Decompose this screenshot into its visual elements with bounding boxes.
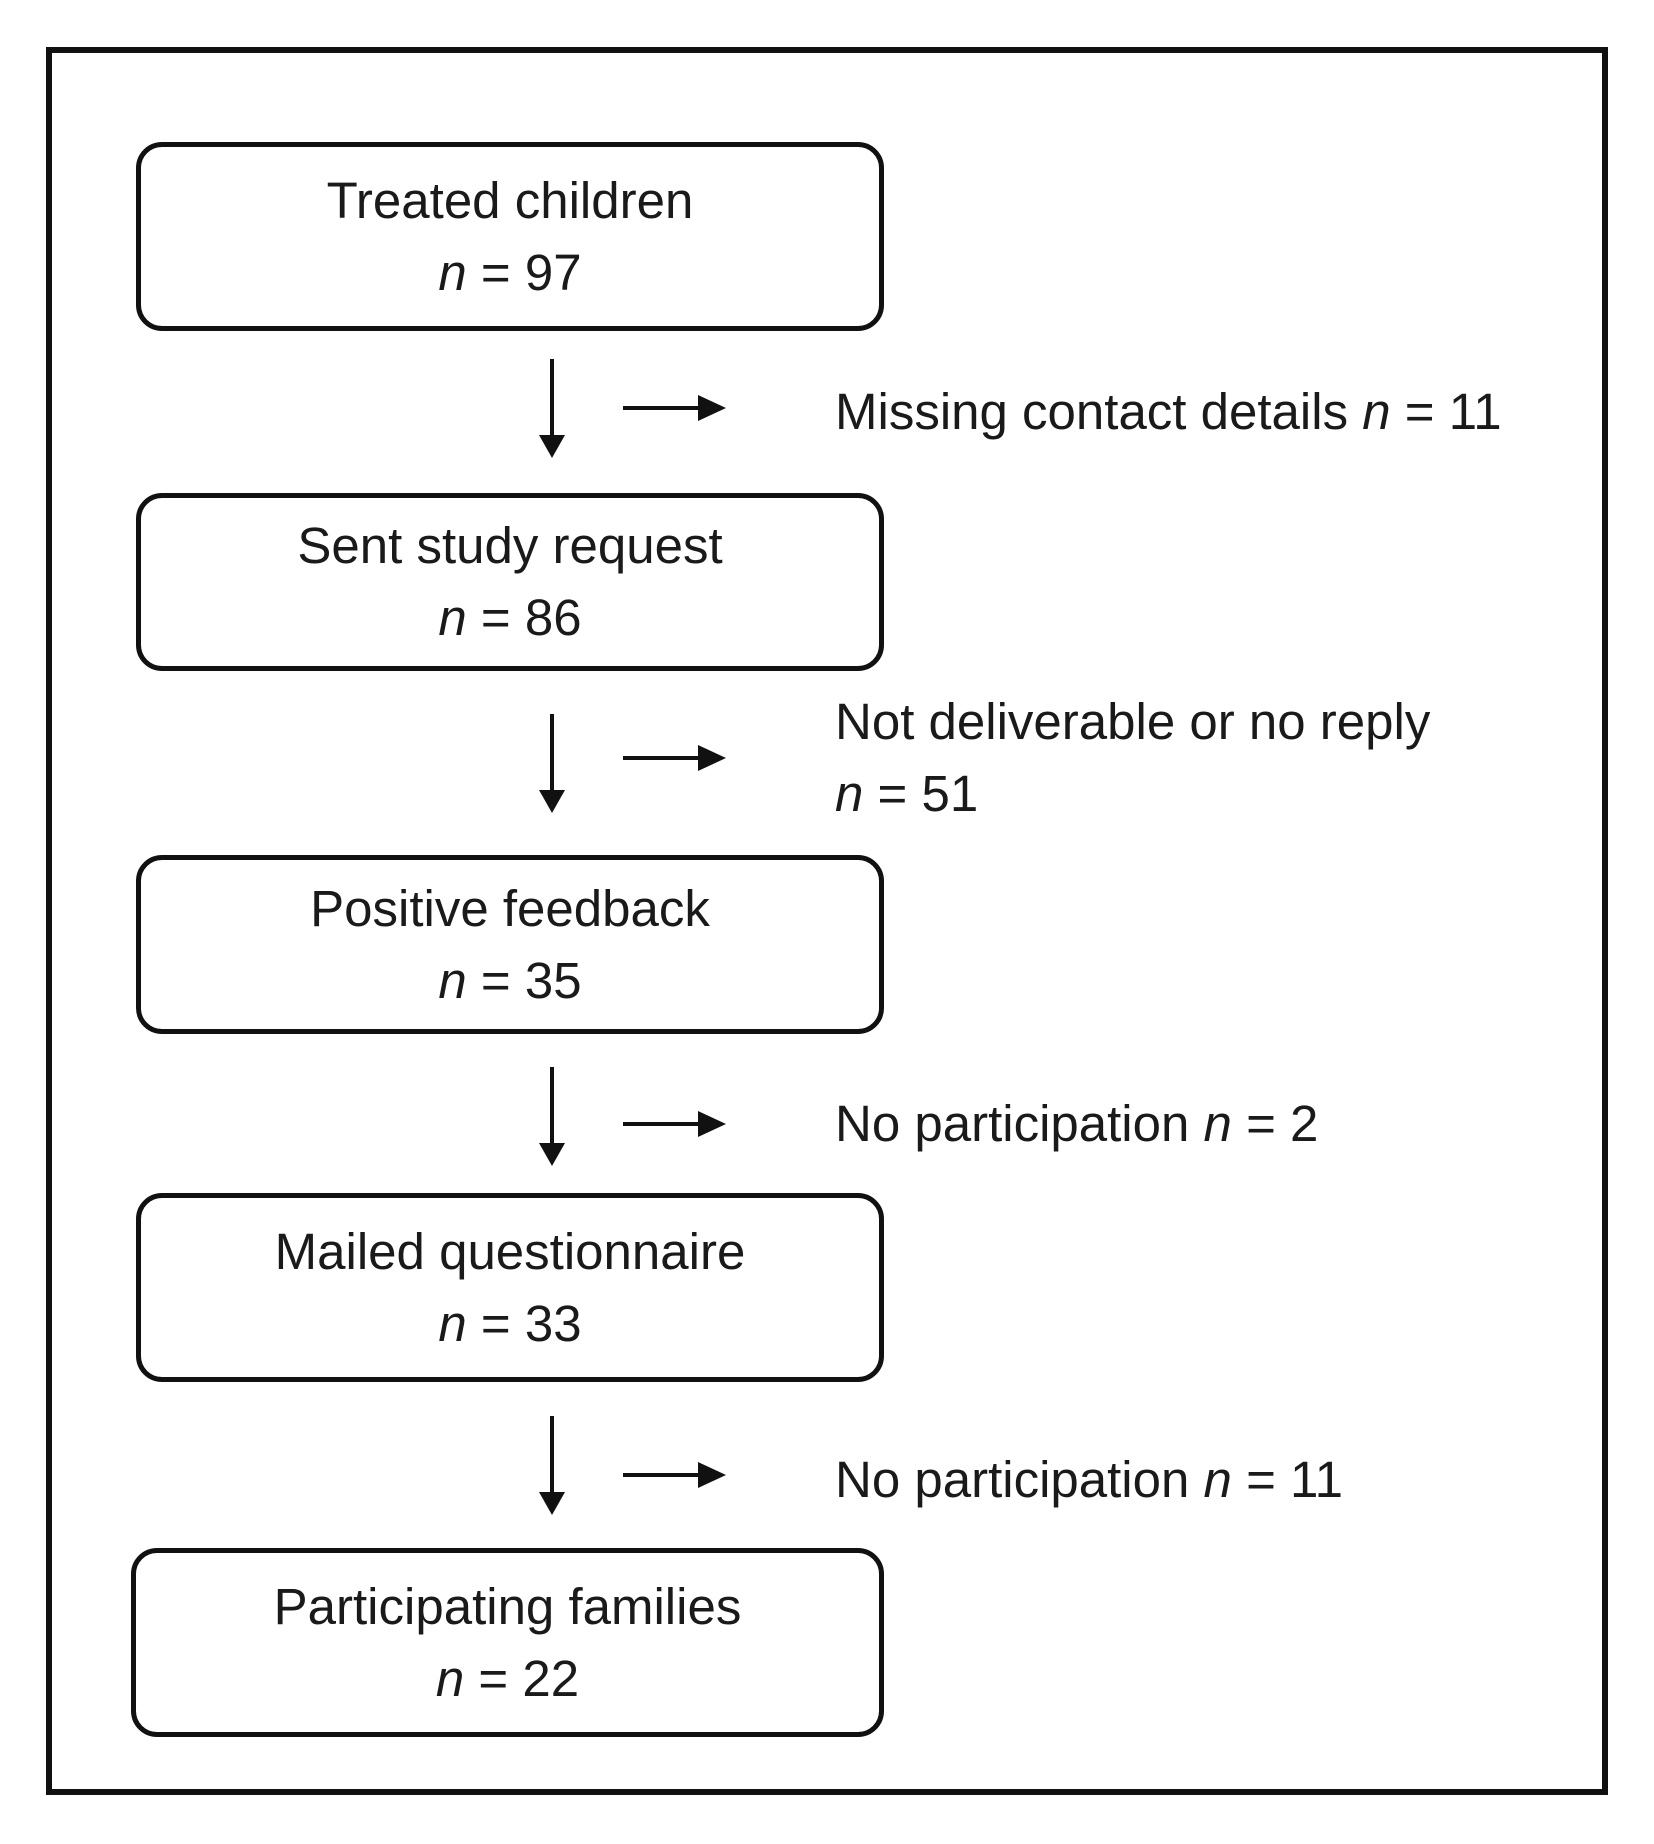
exclusion-text: No participation: [835, 1451, 1204, 1508]
stage-box-sent-study-request: Sent study request n = 86: [136, 493, 884, 671]
exclusion-line: Not deliverable or no reply: [835, 686, 1430, 758]
n-symbol: n: [1362, 383, 1391, 440]
exclusion-line: n = 51: [835, 758, 1430, 830]
count-value: = 97: [480, 243, 582, 301]
count-value: = 35: [480, 951, 582, 1009]
n-symbol: n: [835, 765, 864, 822]
n-symbol: n: [435, 1649, 465, 1707]
exclusion-no-participation-1: No participation n = 2: [835, 1088, 1318, 1160]
stage-box-participating-families: Participating families n = 22: [131, 1548, 884, 1737]
connector-1: [539, 359, 726, 458]
right-arrow-head: [698, 745, 726, 771]
count-value: = 2: [1231, 1095, 1319, 1152]
stage-label: Positive feedback: [310, 879, 710, 937]
right-arrow-head: [698, 395, 726, 421]
stage-box-treated-children: Treated children n = 97: [136, 142, 884, 331]
right-arrow-head: [698, 1111, 726, 1137]
n-symbol: n: [1203, 1451, 1232, 1508]
stage-label: Sent study request: [297, 517, 723, 574]
right-arrow-head: [698, 1462, 726, 1488]
n-symbol: n: [438, 1294, 467, 1352]
stage-count: n = 33: [438, 1288, 581, 1360]
count-value: = 33: [480, 1294, 582, 1352]
count-value: = 11: [1390, 383, 1502, 440]
exclusion-missing-contact: Missing contact details n = 11: [835, 376, 1502, 448]
stage-count: n = 22: [436, 1643, 579, 1715]
n-symbol: n: [438, 243, 467, 301]
stage-count: n = 86: [438, 582, 581, 654]
n-symbol: n: [1203, 1095, 1232, 1152]
exclusion-line: Missing contact details n = 11: [835, 376, 1502, 448]
exclusion-text: Missing contact details: [835, 383, 1363, 440]
exclusion-line: No participation n = 2: [835, 1088, 1318, 1160]
n-symbol: n: [438, 951, 467, 1009]
count-value: = 51: [863, 765, 979, 822]
down-arrow-head: [539, 1143, 565, 1166]
exclusion-text: No participation: [835, 1095, 1204, 1152]
count-value: = 22: [478, 1649, 580, 1707]
connector-2: [539, 714, 726, 813]
exclusion-line: No participation n = 11: [835, 1444, 1343, 1516]
stage-label: Treated children: [326, 171, 694, 229]
down-arrow-head: [539, 1492, 565, 1515]
exclusion-no-participation-2: No participation n = 11: [835, 1444, 1343, 1516]
stage-count: n = 97: [438, 237, 581, 309]
stage-label: Mailed questionnaire: [274, 1222, 746, 1280]
count-value: = 86: [480, 589, 582, 646]
connector-3: [539, 1067, 726, 1166]
stage-count: n = 35: [438, 945, 581, 1017]
exclusion-text: Not deliverable or no reply: [835, 693, 1431, 750]
down-arrow-head: [539, 790, 565, 813]
stage-box-mailed-questionnaire: Mailed questionnaire n = 33: [136, 1193, 884, 1382]
down-arrow-head: [539, 435, 565, 458]
connector-4: [539, 1416, 726, 1515]
count-value: = 11: [1231, 1451, 1343, 1508]
exclusion-not-deliverable: Not deliverable or no reply n = 51: [835, 686, 1430, 830]
diagram-frame: [46, 47, 1608, 1795]
stage-label: Participating families: [273, 1577, 742, 1635]
stage-box-positive-feedback: Positive feedback n = 35: [136, 855, 884, 1034]
n-symbol: n: [438, 589, 467, 646]
